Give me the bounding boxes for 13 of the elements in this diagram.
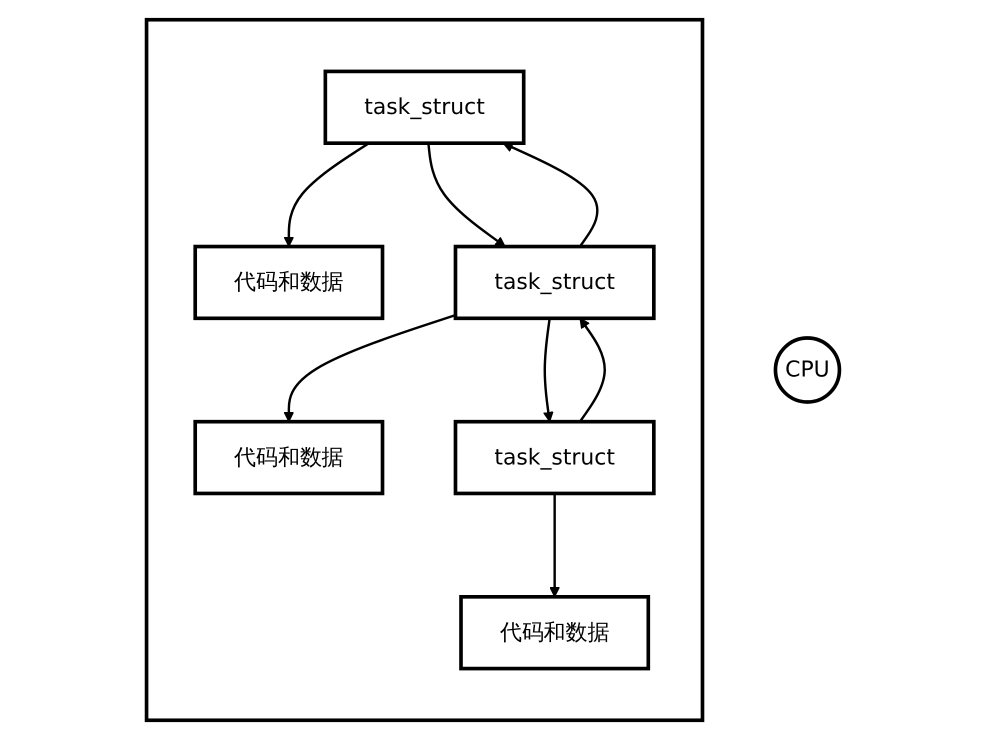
- node-circle: CPU: [774, 336, 842, 404]
- arrow: [549, 493, 560, 598]
- arrow: [578, 318, 606, 422]
- node-box: 代码和数据: [193, 420, 384, 496]
- node-box: 代码和数据: [193, 244, 384, 320]
- node-box: task_struct: [324, 70, 526, 145]
- arrow: [543, 318, 554, 422]
- node-box: task_struct: [454, 420, 656, 496]
- node-box: task_struct: [454, 244, 656, 320]
- arrow: [427, 143, 506, 248]
- cluster: [144, 18, 704, 722]
- arrow: [284, 314, 456, 422]
- node-box: 代码和数据: [459, 595, 650, 670]
